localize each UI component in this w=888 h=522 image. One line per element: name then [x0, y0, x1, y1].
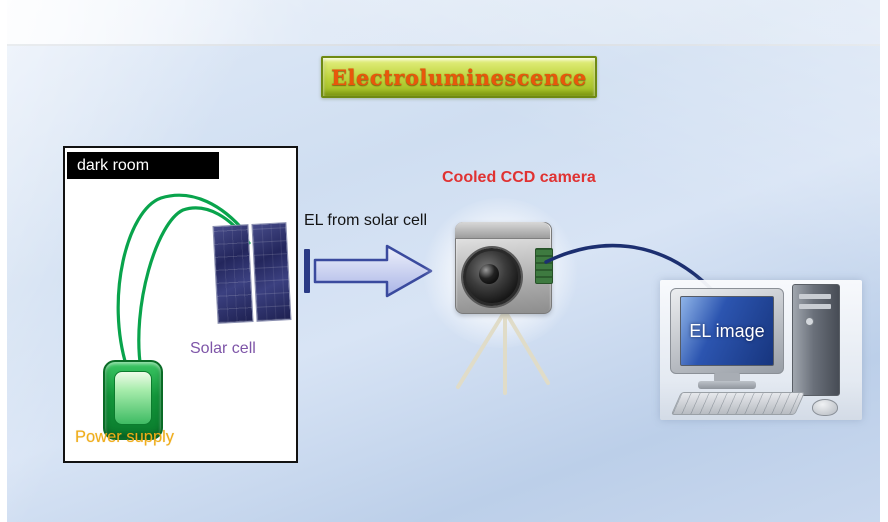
camera-label: Cooled CCD camera — [442, 169, 596, 186]
tower-drive-bay — [799, 304, 831, 309]
dark-room-label: dark room — [77, 156, 150, 174]
el-arrow-label: EL from solar cell — [304, 212, 427, 229]
computer-tower — [792, 284, 840, 396]
dark-room-box: dark room Solar cell Power supply — [63, 146, 298, 463]
camera-lens-core — [479, 264, 499, 284]
solar-cell-image — [212, 222, 292, 324]
mouse — [812, 399, 838, 416]
power-supply-inner — [114, 371, 152, 425]
tripod-icon — [456, 309, 550, 395]
keyboard — [670, 392, 806, 415]
monitor-stand-neck — [714, 373, 740, 382]
computer-image: EL image — [660, 280, 862, 420]
top-divider-line — [7, 44, 880, 46]
solar-panel-left — [212, 224, 254, 324]
monitor-stand-base — [698, 381, 756, 389]
camera-cable-icon — [544, 243, 718, 296]
right-edge-strip — [880, 0, 888, 522]
el-image-label: EL image — [689, 320, 765, 341]
camera-lens-icon — [463, 248, 521, 306]
ccd-camera-image — [455, 222, 553, 314]
left-edge-strip — [0, 0, 7, 522]
title-banner: Electroluminescence — [321, 56, 597, 98]
slide-title: Electroluminescence — [331, 64, 587, 90]
block-arrow-right-icon — [304, 244, 433, 298]
solar-cell-label: Solar cell — [190, 340, 256, 357]
tower-drive-bay — [799, 294, 831, 299]
power-supply-label: Power supply — [75, 428, 175, 446]
arrow-start-bar — [304, 249, 310, 293]
monitor: EL image — [670, 288, 784, 374]
tower-power-button — [805, 317, 814, 326]
power-supply-icon — [103, 360, 163, 440]
monitor-screen: EL image — [680, 296, 774, 366]
top-band — [7, 0, 880, 44]
dark-room-header: dark room — [67, 152, 219, 179]
solar-panel-right — [250, 222, 292, 322]
camera-circuit-board — [535, 248, 553, 284]
camera-top-plate — [455, 222, 550, 239]
